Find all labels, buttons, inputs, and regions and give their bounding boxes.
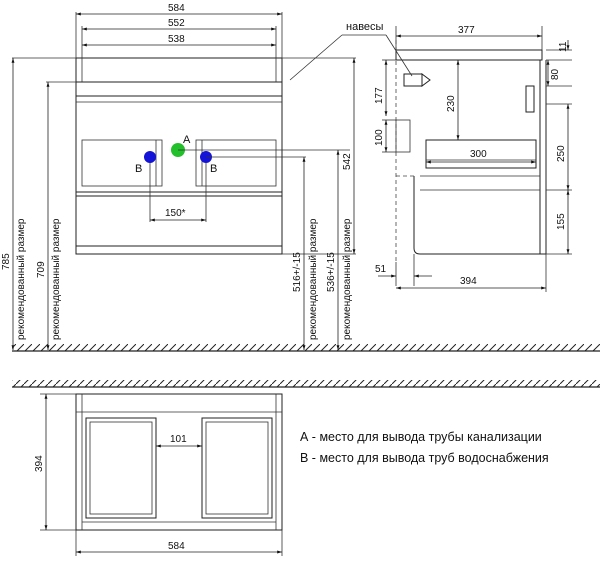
dim-536: 536+/-15: [326, 252, 337, 292]
recommended-label-4: рекомендованный размер: [342, 218, 353, 340]
dim-584-top: 584: [168, 3, 185, 14]
recommended-label-1: рекомендованный размер: [16, 218, 27, 340]
dim-542: 542: [342, 153, 353, 170]
legend: А - место для вывода трубы канализации В…: [300, 430, 549, 465]
dim-51: 51: [375, 264, 387, 275]
dim-584-bottom: 584: [168, 541, 185, 552]
front-left-niche: [81, 139, 163, 187]
dim-377: 377: [458, 25, 475, 36]
dim-394-bottom: 394: [34, 455, 45, 472]
dim-230: 230: [446, 95, 457, 112]
bottom-cabinet-outline: [75, 393, 283, 531]
dim-552: 552: [168, 18, 185, 29]
dim-80: 80: [550, 68, 561, 80]
recommended-label-3: рекомендованный размер: [308, 218, 319, 340]
point-a-label: A: [183, 134, 191, 146]
front-top-drawer: [75, 95, 283, 193]
dim-538: 538: [168, 34, 185, 45]
ground-line-1: [12, 344, 600, 352]
side-top-board: [395, 49, 543, 61]
dim-100: 100: [374, 129, 385, 146]
dim-394-side: 394: [460, 276, 477, 287]
dim-11: 11: [558, 41, 569, 52]
bottom-right-door: [201, 417, 273, 519]
point-b-left-label: B: [135, 163, 142, 175]
side-handle: [525, 85, 535, 113]
dim-155: 155: [556, 213, 567, 230]
point-b-right-label: B: [210, 163, 217, 175]
hinge-bracket: [403, 73, 423, 87]
dim-101: 101: [170, 434, 187, 445]
bottom-left-door: [85, 417, 157, 519]
side-view: навесы 377 11 80 250 155 177 100: [289, 21, 572, 292]
hinges-label: навесы: [346, 21, 384, 33]
dim-177: 177: [374, 87, 385, 104]
ground-line-2: [12, 380, 600, 388]
legend-a: А - место для вывода трубы канализации: [300, 430, 542, 444]
dim-250: 250: [556, 145, 567, 162]
legend-b: В - место для вывода труб водоснабжения: [300, 451, 549, 465]
dim-300: 300: [470, 149, 487, 160]
side-rail: [395, 119, 411, 153]
dim-150: 150*: [165, 208, 186, 219]
dim-516: 516+/-15: [292, 252, 303, 292]
bottom-view: 101 394 584: [34, 393, 283, 556]
point-b-left-marker: [144, 151, 156, 163]
side-lower-drawer: [413, 176, 546, 255]
dim-709: 709: [36, 261, 47, 278]
front-countertop: [75, 57, 283, 83]
side-shelf: [425, 139, 537, 169]
front-right-niche: [195, 139, 277, 187]
front-bottom-drawer: [75, 195, 283, 247]
recommended-label-2: рекомендованный размер: [51, 218, 62, 340]
dim-785: 785: [1, 253, 12, 270]
front-view: A B B 584 552 538 150* 785 рекомендованн…: [1, 3, 356, 350]
